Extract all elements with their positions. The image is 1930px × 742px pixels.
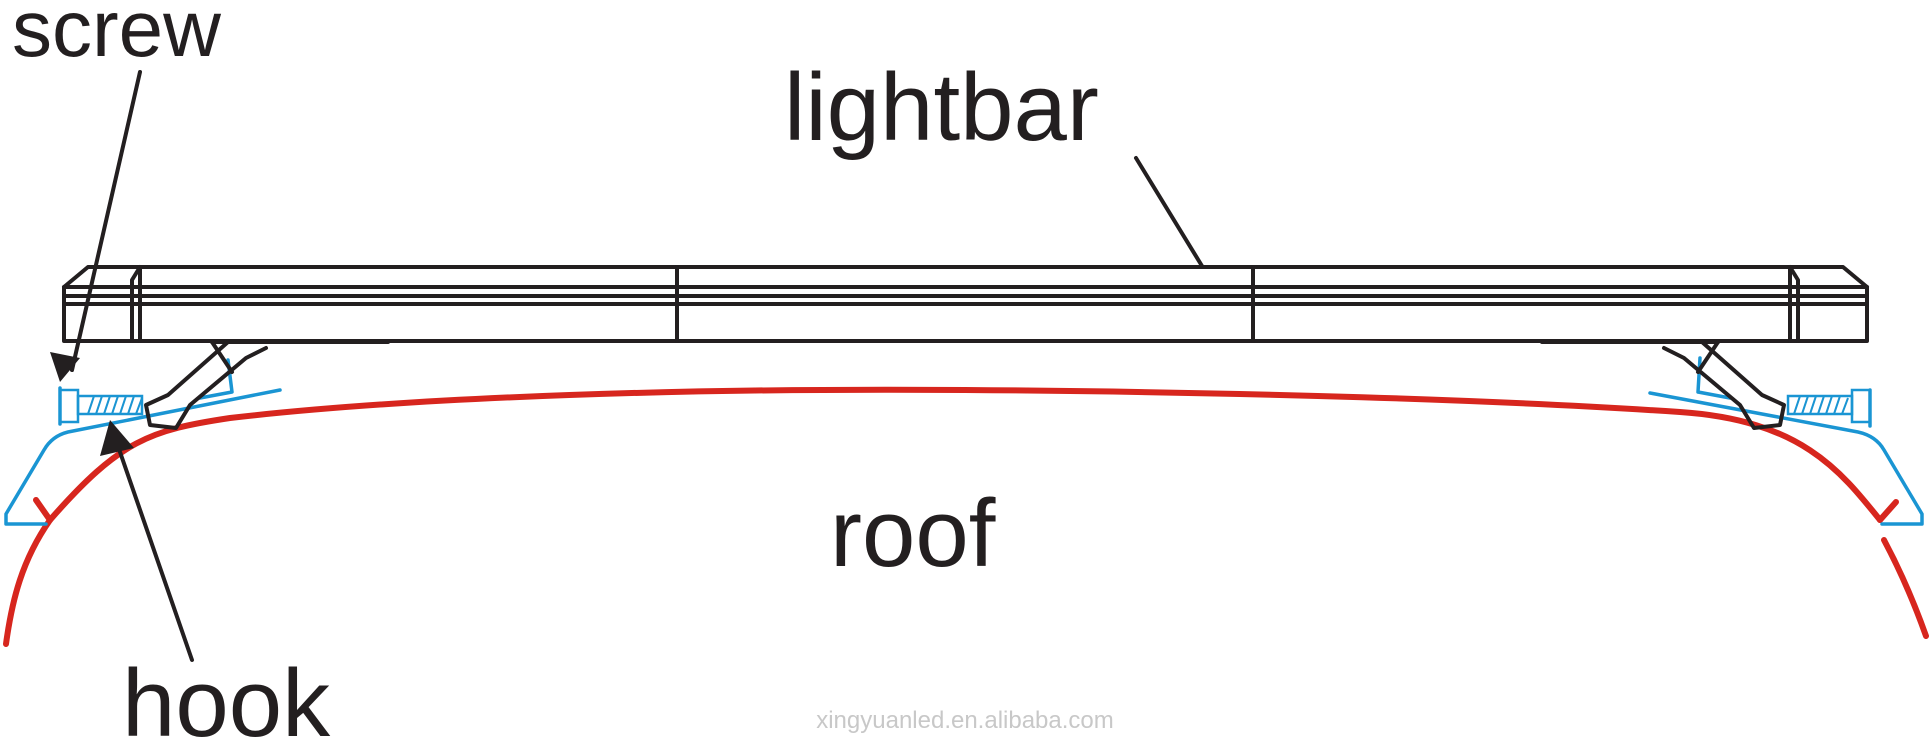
screw-label: screw (12, 0, 221, 73)
left-screw (58, 388, 144, 424)
lightbar-leader-line (1134, 156, 1204, 268)
roof-right-side (1881, 537, 1929, 639)
hook-arrowhead (100, 420, 134, 456)
lightbar-right-endcap (1788, 265, 1800, 343)
hook-label: hook (122, 650, 331, 742)
right-hook (1648, 356, 1924, 526)
roof-label: roof (830, 480, 996, 587)
lightbar-body (62, 265, 1869, 344)
hook-leader-line (118, 450, 194, 662)
left-bracket-leg (144, 340, 268, 430)
lightbar-front-face (62, 285, 1869, 343)
left-screw-thread (87, 395, 143, 415)
lightbar-top-face (62, 265, 1869, 289)
right-bracket-leg (1662, 340, 1786, 430)
roof-left-notch (33, 497, 53, 523)
left-hook-body (4, 388, 282, 526)
callout-lines (70, 70, 1204, 662)
left-bracket (144, 340, 268, 430)
roof-left-side (3, 517, 53, 647)
screw-leader-line (70, 70, 142, 372)
right-screw-head (1850, 388, 1872, 424)
lightbar-left-endcap (130, 265, 142, 343)
right-screw-thread (1793, 395, 1849, 415)
roof-right-notch (1877, 499, 1899, 523)
screw-arrowhead (50, 352, 80, 382)
watermark-text: xingyuanled.en.alibaba.com (816, 707, 1114, 734)
callout-arrowheads (50, 352, 134, 456)
roof-curve (47, 386, 1883, 523)
right-bracket-arm (1696, 340, 1720, 374)
roof-outline (3, 386, 1929, 647)
right-screw-shank (1786, 394, 1854, 416)
left-bracket-arm (210, 340, 234, 374)
right-hook-body (1648, 391, 1924, 526)
right-bracket (1662, 340, 1786, 430)
lightbar-label: lightbar (784, 54, 1099, 161)
right-screw (1786, 388, 1872, 424)
left-screw-head (58, 388, 80, 424)
